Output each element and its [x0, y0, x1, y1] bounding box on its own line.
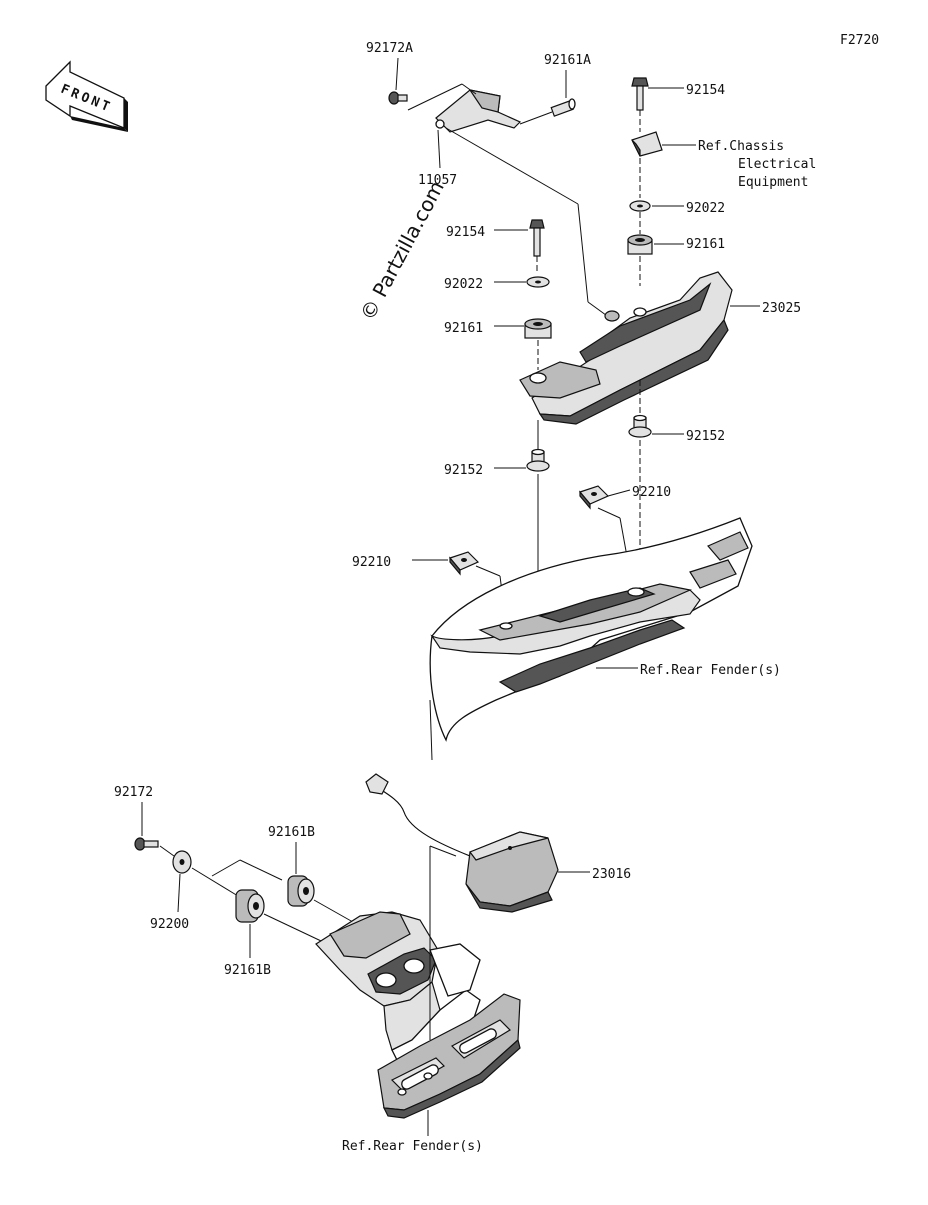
- label-92152-left: 92152: [444, 463, 483, 478]
- label-92210-right: 92210: [632, 485, 671, 500]
- label-92200: 92200: [150, 917, 189, 932]
- ref-chassis-line1: Ref.Chassis: [698, 139, 784, 154]
- label-92161b-top: 92161B: [268, 825, 315, 840]
- ref-rear-fender-top: Ref.Rear Fender(s): [640, 663, 781, 678]
- collar-92161a-icon: [550, 98, 576, 117]
- label-92022-right: 92022: [686, 201, 725, 216]
- collar-92152-right-icon: [628, 414, 652, 438]
- ref-rear-fender-bottom: Ref.Rear Fender(s): [342, 1139, 483, 1154]
- license-light-23016-icon: [365, 773, 559, 913]
- label-92172: 92172: [114, 785, 153, 800]
- figure-code: F2720: [840, 33, 879, 48]
- label-92154-top: 92154: [686, 83, 725, 98]
- housing-23025-icon: [519, 271, 733, 425]
- label-23016: 23016: [592, 867, 631, 882]
- grommet-92161-right-icon: [627, 234, 653, 255]
- clipnut-92210-left-icon: [448, 551, 480, 576]
- screw-92172-icon: [134, 837, 159, 851]
- label-92022-left: 92022: [444, 277, 483, 292]
- grommet-92161-left-icon: [524, 318, 552, 339]
- bracket-11057-icon: [435, 89, 522, 133]
- label-11057: 11057: [418, 173, 457, 188]
- collar-92152-left-icon: [526, 448, 550, 472]
- license-bracket-icon: [315, 911, 521, 1119]
- label-92154-left: 92154: [446, 225, 485, 240]
- grommet-92161b-bottom-icon: [235, 889, 265, 923]
- label-92161a: 92161A: [544, 53, 591, 68]
- washer-92022-right-icon: [629, 200, 651, 212]
- label-92172a: 92172A: [366, 41, 413, 56]
- washer-92200-icon: [172, 850, 192, 874]
- label-92210-left: 92210: [352, 555, 391, 570]
- grommet-92161b-top-icon: [287, 875, 315, 907]
- screw-92172a-icon: [388, 91, 408, 105]
- front-arrow-icon: FRONT: [45, 60, 128, 132]
- watermark: © Partzilla.com: [355, 177, 449, 325]
- clipnut-92210-right-icon: [578, 485, 610, 510]
- label-23025: 23025: [762, 301, 801, 316]
- label-92152-right: 92152: [686, 429, 725, 444]
- washer-92022-left-icon: [526, 276, 550, 288]
- label-92161-right: 92161: [686, 237, 725, 252]
- bolt-92154-left-icon: [529, 219, 545, 257]
- bolt-92154-right-icon: [631, 77, 649, 111]
- ref-chassis-line2: Electrical: [738, 157, 816, 172]
- label-92161b-bottom: 92161B: [224, 963, 271, 978]
- label-92161-left: 92161: [444, 321, 483, 336]
- ref-chassis-line3: Equipment: [738, 175, 808, 190]
- rear-fender-icon: [429, 517, 753, 761]
- clip-ref-chassis-icon: [631, 131, 663, 157]
